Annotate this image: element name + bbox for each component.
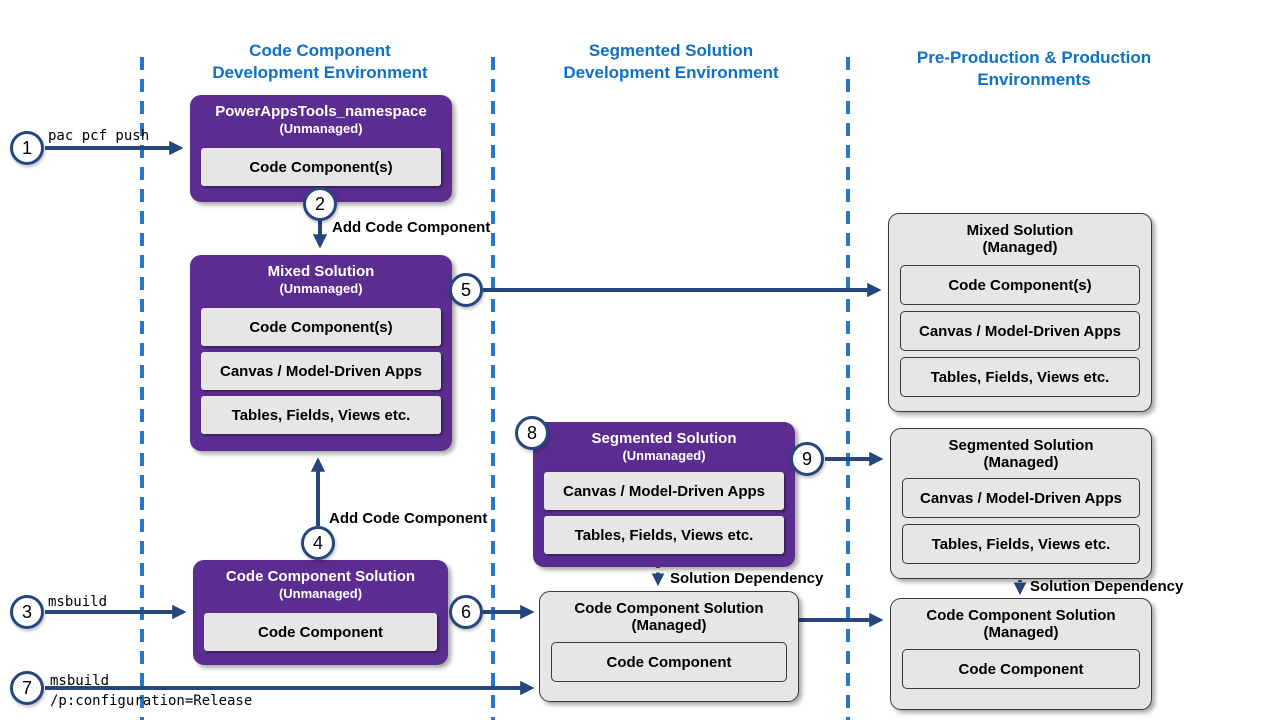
solution-title: Segmented Solution xyxy=(591,430,737,447)
solution-item: Tables, Fields, Views etc. xyxy=(201,396,441,434)
column-header-segmented-dev: Segmented Solution Development Environme… xyxy=(521,40,821,84)
solution-box-head: Mixed Solution (Unmanaged) xyxy=(190,255,452,296)
label-solution-dependency-prod: Solution Dependency xyxy=(1030,578,1184,595)
solution-box-mixed-unmanaged: Mixed Solution (Unmanaged) Code Componen… xyxy=(190,255,452,451)
solution-state: (Unmanaged) xyxy=(279,281,363,296)
label-pac-pcf-push: pac pcf push xyxy=(48,128,150,144)
label-msbuild: msbuild xyxy=(48,594,108,610)
solution-item: Canvas / Model-Driven Apps xyxy=(544,472,784,510)
solution-title: Code Component Solution xyxy=(574,600,764,617)
step-circle-2: 2 xyxy=(303,187,337,221)
label-add-code-component-2: Add Code Component xyxy=(332,219,491,236)
solution-state: (Unmanaged) xyxy=(279,121,363,136)
column-header-code-component-dev: Code Component Development Environment xyxy=(170,40,470,84)
column-header-line: Code Component xyxy=(249,41,391,60)
solution-item: Code Component(s) xyxy=(201,148,441,186)
solution-box-code-component-managed-prod: Code Component Solution (Managed) Code C… xyxy=(890,598,1152,710)
solution-item: Code Component xyxy=(551,642,787,682)
solution-box-segmented-unmanaged: Segmented Solution (Unmanaged) Canvas / … xyxy=(533,422,795,567)
solution-box-code-component-managed-dev: Code Component Solution (Managed) Code C… xyxy=(539,591,799,702)
step-circle-3: 3 xyxy=(10,595,44,629)
solution-box-head: Segmented Solution (Managed) xyxy=(891,429,1151,470)
label-msbuild-release-line1: msbuild xyxy=(50,673,110,689)
solution-item: Tables, Fields, Views etc. xyxy=(902,524,1140,564)
column-header-line: Development Environment xyxy=(212,63,428,82)
solution-item: Code Component xyxy=(204,613,437,651)
solution-item: Tables, Fields, Views etc. xyxy=(544,516,784,554)
solution-box-head: Segmented Solution (Unmanaged) xyxy=(533,422,795,463)
solution-item: Code Component xyxy=(902,649,1140,689)
solution-box-head: Mixed Solution (Managed) xyxy=(889,214,1151,255)
solution-state: (Managed) xyxy=(631,617,707,634)
solution-item: Canvas / Model-Driven Apps xyxy=(201,352,441,390)
column-header-line: Development Environment xyxy=(563,63,779,82)
column-header-preprod-prod: Pre-Production & Production Environments xyxy=(874,47,1194,91)
solution-state: (Unmanaged) xyxy=(278,586,363,601)
label-solution-dependency-dev: Solution Dependency xyxy=(670,570,824,587)
step-circle-9: 9 xyxy=(790,442,824,476)
column-header-line: Pre-Production & Production xyxy=(916,48,1152,67)
step-circle-1: 1 xyxy=(10,131,44,165)
step-circle-6: 6 xyxy=(449,595,483,629)
solution-state: (Managed) xyxy=(983,624,1059,641)
step-circle-8: 8 xyxy=(515,416,549,450)
column-header-line: Environments xyxy=(977,70,1091,89)
solution-item: Code Component(s) xyxy=(900,265,1140,305)
solution-title: Segmented Solution xyxy=(948,437,1094,454)
label-msbuild-release-line2: /p:configuration=Release xyxy=(50,693,253,709)
solution-item: Tables, Fields, Views etc. xyxy=(900,357,1140,397)
label-add-code-component-4: Add Code Component xyxy=(329,510,488,527)
solution-state: (Managed) xyxy=(983,454,1059,471)
solution-state: (Managed) xyxy=(982,239,1058,256)
column-header-line: Segmented Solution xyxy=(588,41,754,60)
step-circle-5: 5 xyxy=(449,273,483,307)
solution-box-powerappstools-unmanaged: PowerAppsTools_namespace (Unmanaged) Cod… xyxy=(190,95,452,202)
solution-title: Mixed Solution xyxy=(966,222,1074,239)
solution-item: Code Component(s) xyxy=(201,308,441,346)
solution-box-head: Code Component Solution (Managed) xyxy=(891,599,1151,640)
solution-title: Code Component Solution xyxy=(225,568,416,585)
solution-box-head: Code Component Solution (Unmanaged) xyxy=(193,560,448,601)
step-circle-7: 7 xyxy=(10,671,44,705)
solution-box-code-component-unmanaged: Code Component Solution (Unmanaged) Code… xyxy=(193,560,448,665)
solution-title: Code Component Solution xyxy=(926,607,1116,624)
solution-item: Canvas / Model-Driven Apps xyxy=(902,478,1140,518)
solution-state: (Unmanaged) xyxy=(622,448,706,463)
solution-box-segmented-managed: Segmented Solution (Managed) Canvas / Mo… xyxy=(890,428,1152,579)
solution-box-head: Code Component Solution (Managed) xyxy=(540,592,798,633)
solution-box-mixed-managed: Mixed Solution (Managed) Code Component(… xyxy=(888,213,1152,412)
solution-title: PowerAppsTools_namespace xyxy=(215,103,427,120)
solution-box-head: PowerAppsTools_namespace (Unmanaged) xyxy=(190,95,452,136)
step-circle-4: 4 xyxy=(301,526,335,560)
solution-item: Canvas / Model-Driven Apps xyxy=(900,311,1140,351)
solution-title: Mixed Solution xyxy=(267,263,375,280)
